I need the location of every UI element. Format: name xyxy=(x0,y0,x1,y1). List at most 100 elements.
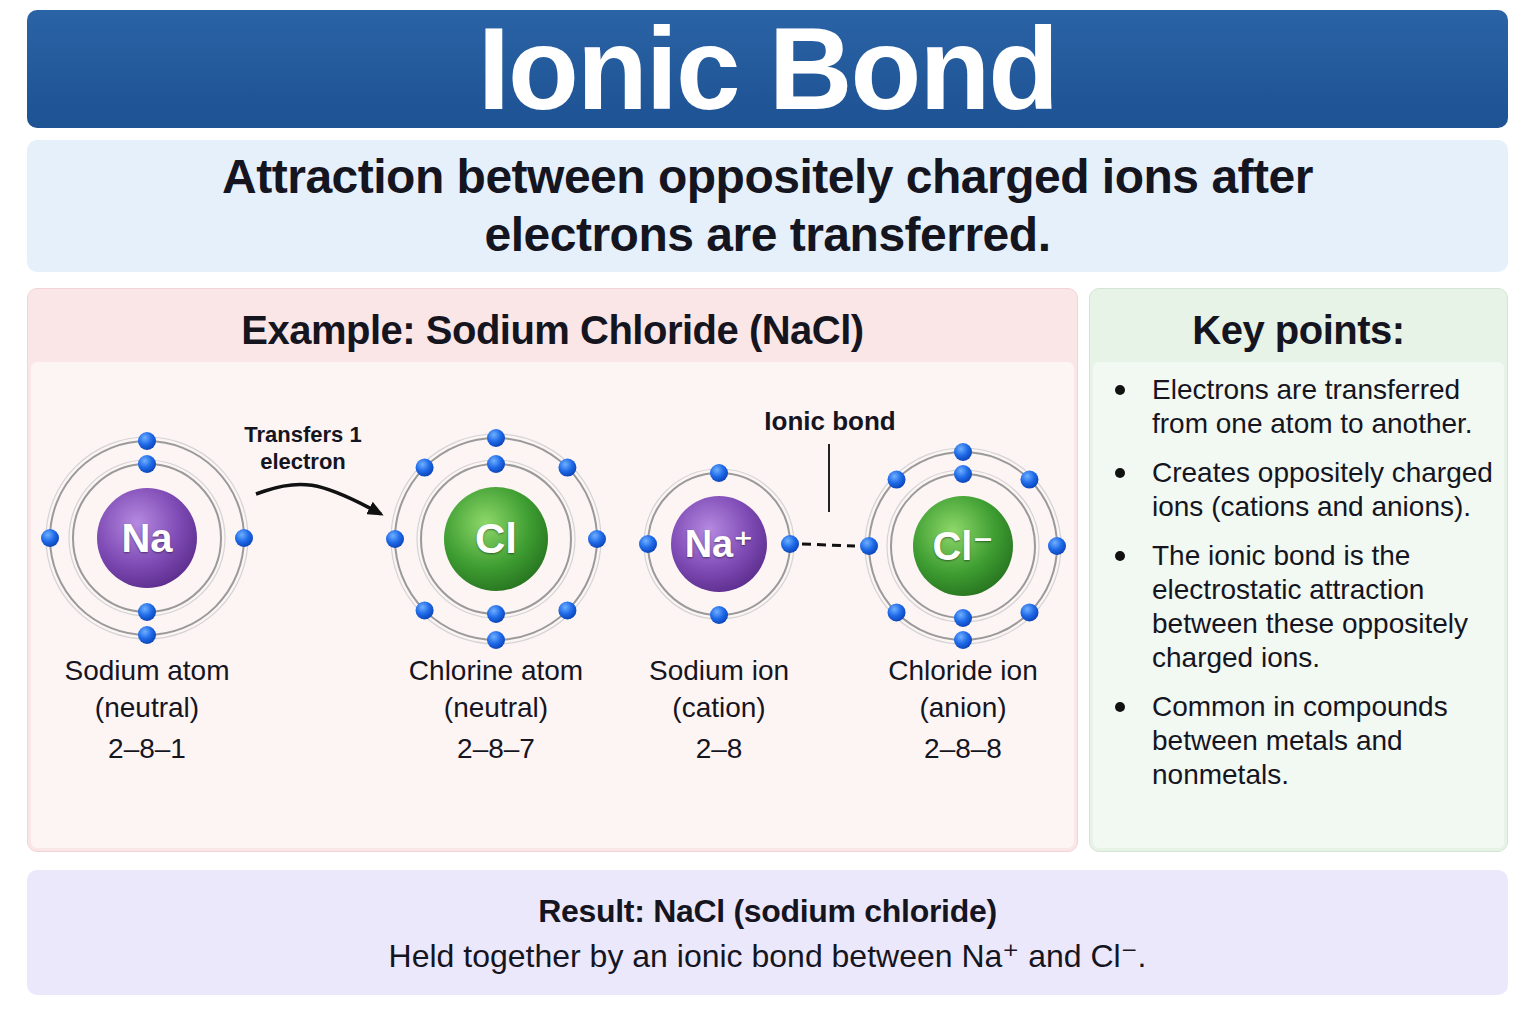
electron-shell xyxy=(395,438,597,640)
chloride-ion: Cl⁻Chloride ion (anion)2–8–8 xyxy=(859,442,1067,650)
bullet-text: Common in compounds between metals and n… xyxy=(1152,690,1502,792)
result-heading: Result: NaCl (sodium chloride) xyxy=(27,892,1508,930)
electron xyxy=(888,471,906,489)
nucleus xyxy=(97,488,197,588)
nucleus-holder: Na xyxy=(40,512,254,564)
electron xyxy=(487,429,505,447)
electron xyxy=(781,535,799,553)
atom-name: Sodium ion (cation) xyxy=(609,652,829,726)
electron xyxy=(386,530,404,548)
electron xyxy=(954,631,972,649)
electron-shell xyxy=(891,474,1035,618)
bullet-text: Creates oppositely charged ions (cations… xyxy=(1152,456,1502,524)
electron xyxy=(860,537,878,555)
electron xyxy=(954,443,972,461)
electron-shell xyxy=(69,460,225,616)
electron xyxy=(954,465,972,483)
nucleus-holder: Cl xyxy=(385,513,607,565)
atom-caption: Chloride ion (anion) 2–8–8 xyxy=(853,652,1073,767)
atom-name: Chloride ion (anion) xyxy=(853,652,1073,726)
electron xyxy=(138,455,156,473)
bullet-dot xyxy=(1115,385,1125,395)
electron-shell xyxy=(648,473,790,615)
definition-text: Attraction between oppositely charged io… xyxy=(128,148,1408,264)
electron-configuration: 2–8–8 xyxy=(853,730,1073,767)
bullet-item: Common in compounds between metals and n… xyxy=(1090,690,1507,792)
electron-shell xyxy=(391,434,601,644)
nucleus xyxy=(671,496,767,592)
ionic-bond-line xyxy=(802,544,855,546)
electron-configuration: 2–8–1 xyxy=(37,730,257,767)
diagram-title: Ionic Bond xyxy=(478,10,1057,128)
electron xyxy=(41,529,59,547)
electron-configuration: 2–8 xyxy=(609,730,829,767)
electron-shell xyxy=(869,452,1057,640)
atom-name: Sodium atom (neutral) xyxy=(37,652,257,726)
edge-label: Transfers 1 electron xyxy=(233,421,373,475)
electron xyxy=(558,601,576,619)
result-text: Held together by an ionic bond between N… xyxy=(27,936,1508,976)
electron xyxy=(138,603,156,621)
bullet-dot xyxy=(1115,702,1125,712)
bullet-dot xyxy=(1115,468,1125,478)
bullet-item: The ionic bond is the electrostatic attr… xyxy=(1090,539,1507,675)
title-band: Ionic Bond xyxy=(27,10,1508,128)
electron xyxy=(235,529,253,547)
electron-shell xyxy=(865,448,1061,644)
electron xyxy=(1048,537,1066,555)
electron xyxy=(710,464,728,482)
electron xyxy=(487,631,505,649)
transfer-arrow xyxy=(256,484,381,514)
chlorine-atom: ClChlorine atom (neutral)2–8–7 xyxy=(385,428,607,650)
electron xyxy=(416,459,434,477)
bullet-list: Electrons are transferred from one atom … xyxy=(1090,373,1507,807)
electron xyxy=(558,459,576,477)
key-points-panel: Key points: Electrons are transferred fro… xyxy=(1089,288,1508,852)
atom-caption: Chlorine atom (neutral) 2–8–7 xyxy=(386,652,606,767)
element-symbol: Na xyxy=(121,512,172,564)
panel-heading: Example: Sodium Chloride (NaCl) xyxy=(28,289,1077,354)
electron xyxy=(487,605,505,623)
electron xyxy=(639,535,657,553)
element-symbol: Na⁺ xyxy=(685,518,754,570)
sodium-atom: NaSodium atom (neutral)2–8–1 xyxy=(40,431,254,645)
nucleus xyxy=(913,496,1013,596)
bullet-dot xyxy=(1115,551,1125,561)
result-band: Result: NaCl (sodium chloride) Held toget… xyxy=(27,870,1508,995)
sodium-ion: Na⁺Sodium ion (cation)2–8 xyxy=(638,463,800,625)
electron xyxy=(1020,603,1038,621)
atom-caption: Sodium ion (cation) 2–8 xyxy=(609,652,829,767)
bullet-text: Electrons are transferred from one atom … xyxy=(1152,373,1502,441)
electron xyxy=(588,530,606,548)
edge-label-holder: Transfers 1 electron xyxy=(233,421,373,475)
electron-shell xyxy=(50,441,244,635)
electron xyxy=(487,455,505,473)
electron-shell xyxy=(73,464,221,612)
nucleus-holder: Na⁺ xyxy=(638,518,800,570)
electron xyxy=(138,626,156,644)
electron xyxy=(138,432,156,450)
nucleus-holder: Cl⁻ xyxy=(859,520,1067,572)
example-panel: Example: Sodium Chloride (NaCl)NaSodium … xyxy=(27,288,1078,852)
electron xyxy=(954,609,972,627)
definition-band: Attraction between oppositely charged io… xyxy=(27,140,1508,272)
panel-heading: Key points: xyxy=(1090,289,1507,354)
atom-name: Chlorine atom (neutral) xyxy=(386,652,606,726)
atom-caption: Sodium atom (neutral) 2–8–1 xyxy=(37,652,257,767)
electron-shell xyxy=(644,469,794,619)
electron-shell xyxy=(46,437,248,639)
electron-shell xyxy=(421,464,571,614)
bullet-item: Creates oppositely charged ions (cations… xyxy=(1090,456,1507,524)
nucleus xyxy=(444,487,548,591)
electron-configuration: 2–8–7 xyxy=(386,730,606,767)
electron-shell xyxy=(417,460,575,618)
electron xyxy=(710,606,728,624)
label-holder: Ionic bond xyxy=(764,406,895,436)
electron-shell xyxy=(887,470,1039,622)
bullet-text: The ionic bond is the electrostatic attr… xyxy=(1152,539,1502,675)
callout-label: Ionic bond xyxy=(764,406,895,436)
electron xyxy=(888,603,906,621)
leader-line xyxy=(828,444,830,512)
electron xyxy=(416,601,434,619)
